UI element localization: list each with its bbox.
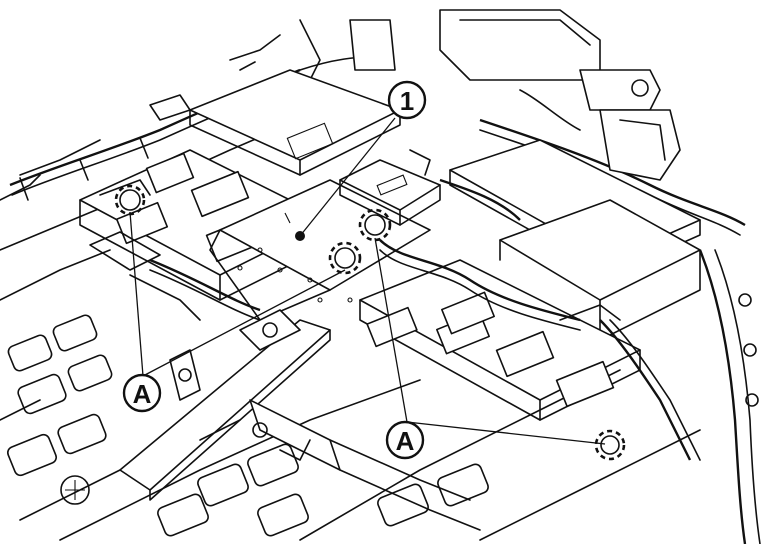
right-battery-module [359,139,701,461]
leader-a-left-1 [129,211,144,377]
leader-lines [129,117,606,445]
callout-item-1-label: 1 [400,86,414,116]
leader-item-1 [299,117,396,237]
leader-a-left-2 [142,269,346,377]
callout-item-1: 1 [387,80,427,120]
callout-a-right-label: A [396,426,415,456]
cables [149,178,701,461]
leader-a-right-2 [406,421,606,445]
callout-a-left: A [122,373,162,413]
callout-a-right: A [385,420,425,460]
callout-a-left-label: A [133,379,152,409]
connector-box [339,149,441,242]
leader-a-right-1 [374,237,408,423]
upper-right-bracket [299,9,681,181]
junction-plate [209,179,431,321]
bus-bars [119,309,481,531]
